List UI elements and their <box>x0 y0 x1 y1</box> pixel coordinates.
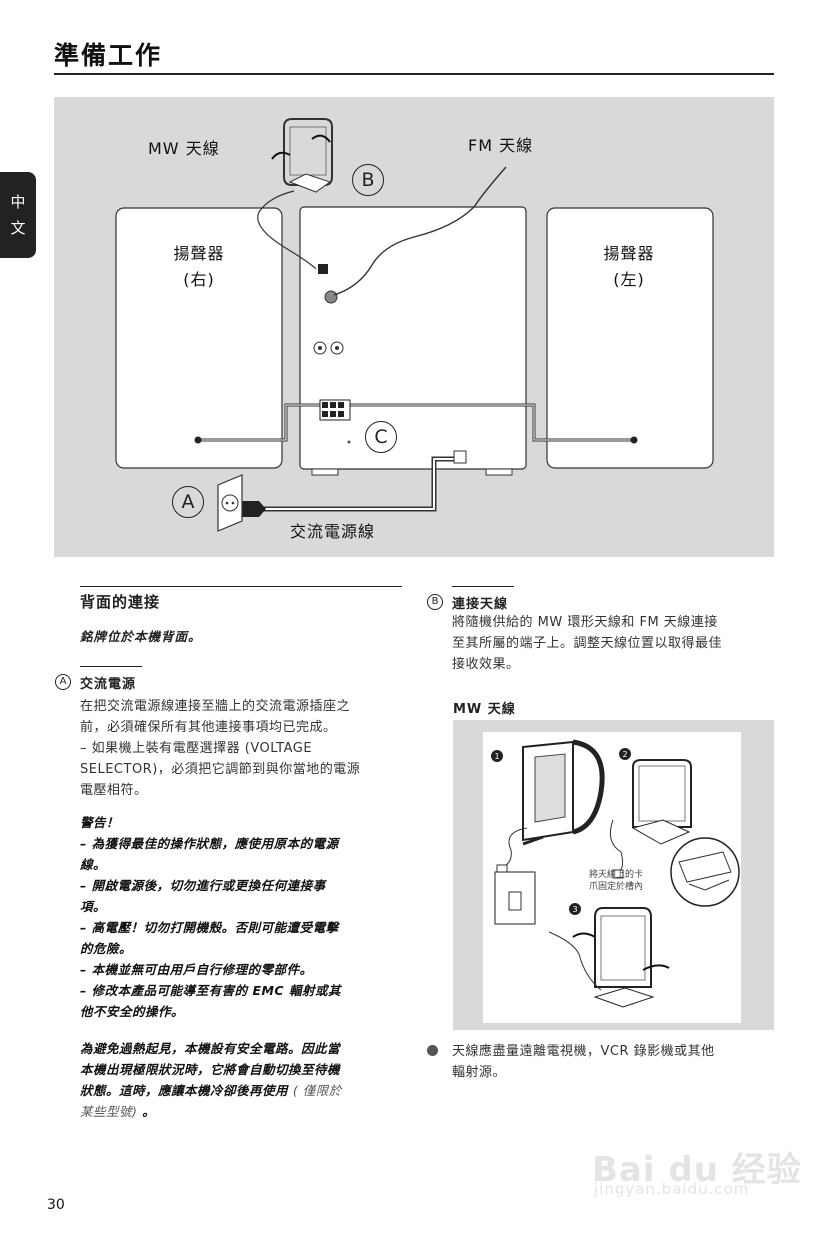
marker-c: C <box>365 421 397 453</box>
warning-line-7: 的危險。 <box>80 941 133 956</box>
clip-note-line-1: 將天線上的卡 <box>589 870 644 880</box>
mw-antenna-label: MW 天線 <box>148 139 220 158</box>
step-2-number: 2 <box>622 750 627 759</box>
speaker-right-terminal <box>194 436 202 444</box>
rule-back-connections <box>80 586 402 587</box>
warning-block: 警告！ – 為獲得最佳的操作狀態，應使用原本的電源 線。 – 開啟電源後，切勿進… <box>80 812 406 1022</box>
watermark-logo: Bai du 经验 <box>592 1150 802 1190</box>
connection-diagram <box>115 118 714 532</box>
ac-power-heading: 交流電源 <box>80 677 137 692</box>
speaker-wire-left-inner <box>350 404 632 441</box>
ac-power-body: 在把交流電源線連接至牆上的交流電源插座之 前，必須確保所有其他連接事項均已完成。… <box>80 696 410 801</box>
speaker-wire-right-inner <box>200 404 326 441</box>
ac-body-line-4: SELECTOR)，必須把它調節到與你當地的電源 <box>80 762 361 777</box>
speaker-left-terminal <box>630 436 638 444</box>
speaker-right-label-1: 揚聲器 <box>173 244 225 263</box>
step-1-dot <box>491 750 503 762</box>
connection-figure: MW 天線 FM 天線 揚聲器 (右) 揚聲器 (左) A B C 交流電源線 <box>54 97 774 557</box>
antenna-body-line-1: 將隨機供給的 MW 環形天線和 FM 天線連接 <box>452 615 718 630</box>
warning-line-6: – 高電壓！切勿打開機殼。否則可能遭受電擊 <box>80 920 339 935</box>
warning-line-3: 線。 <box>80 857 107 872</box>
language-tab: 中 文 <box>0 172 36 258</box>
warning-line-4: – 開啟電源後，切勿進行或更換任何連接事 <box>80 878 326 893</box>
antenna-body-line-2: 至其所屬的端子上。調整天線位置以取得最佳 <box>452 636 723 651</box>
safety-end: 。 <box>142 1104 156 1119</box>
watermark-url: jingyan.baidu.com <box>594 1180 750 1198</box>
power-cord-inner <box>259 458 462 510</box>
wall-socket <box>217 474 243 532</box>
nameplate-note: 銘牌位於本機背面。 <box>80 629 202 644</box>
warning-line-8: – 本機並無可由用戶自行修理的零部件。 <box>80 962 313 977</box>
plug <box>242 501 266 517</box>
page-title: 準備工作 <box>54 41 163 70</box>
safety-line-3: 狀態。這時，應讓本機冷卻後再使用 ( 僅限於 <box>80 1080 406 1101</box>
ac-body-line-2: 前，必須確保所有其他連接事項均已完成。 <box>80 720 337 735</box>
main-unit-foot-right <box>485 468 513 476</box>
ac-body-line-3: – 如果機上裝有電壓選擇器 (VOLTAGE <box>80 741 313 756</box>
mw-terminal <box>318 264 328 274</box>
safety-line-2: 本機出現極限狀況時，它將會自動切換至待機 <box>80 1062 341 1077</box>
back-connections-heading: 背面的連接 <box>80 593 161 611</box>
ac-body-line-1: 在把交流電源線連接至牆上的交流電源插座之 <box>80 699 351 714</box>
warning-line-2: – 為獲得最佳的操作狀態，應使用原本的電源 <box>80 836 339 851</box>
clip-note: 將天線上的卡 爪固定於槽內 <box>589 869 643 893</box>
mw-assembly-figure: 1 2 3 <box>453 720 774 1030</box>
power-inlet <box>453 450 467 464</box>
safety-block: 為避免過熱起見，本機設有安全電路。因此當 本機出現極限狀況時，它將會自動切換至待… <box>80 1038 406 1122</box>
language-tab-char-1: 中 <box>10 193 26 211</box>
safety-note: ( 僅限於 <box>292 1083 342 1098</box>
warning-line-10: 他不安全的操作。 <box>80 1004 185 1019</box>
marker-a: A <box>172 486 204 518</box>
warning-line-9: – 修改本產品可能導至有害的 EMC 輻射或其 <box>80 983 341 998</box>
ac-body-line-5: 電壓相符。 <box>80 783 148 798</box>
step-3-number: 3 <box>572 905 577 914</box>
fm-jack <box>324 290 338 304</box>
mw-loop-antenna <box>271 118 333 193</box>
bullet-dot <box>427 1045 438 1056</box>
safety-line-4: 某些型號) 。 <box>80 1101 406 1122</box>
speaker-right-label-2: (右) <box>183 270 215 289</box>
marker-b: B <box>352 164 384 196</box>
antenna-heading: 連接天線 <box>452 597 509 612</box>
speaker-left-label-1: 揚聲器 <box>603 244 655 263</box>
fm-antenna-label: FM 天線 <box>468 136 534 155</box>
speaker-right-label: 揚聲器 (右) <box>129 241 269 293</box>
clip-note-line-2: 爪固定於槽內 <box>589 882 644 892</box>
mw-antenna-subheading: MW 天線 <box>453 702 516 717</box>
warning-line-5: 項。 <box>80 899 107 914</box>
fm-antenna-wire <box>333 166 507 296</box>
rule-ac-power <box>80 666 142 667</box>
warning-line-1: 警告！ <box>80 815 120 830</box>
step-2-dot <box>619 748 631 760</box>
page-number: 30 <box>47 1197 65 1213</box>
placement-tip-line-1: 天線應盡量遠離電視機，VCR 錄影機或其他 <box>452 1044 715 1059</box>
step-3-dot <box>569 903 581 915</box>
placement-tip: 天線應盡量遠離電視機，VCR 錄影機或其他 輻射源。 <box>452 1041 782 1083</box>
speaker-right-box <box>115 207 283 469</box>
main-unit-foot-left <box>311 468 339 476</box>
safety-line-1: 為避免過熱起見，本機設有安全電路。因此當 <box>80 1041 341 1056</box>
main-unit <box>299 206 527 470</box>
safety-note-2: 某些型號) <box>80 1104 138 1119</box>
mw-antenna-wire <box>257 190 317 270</box>
antenna-body: 將隨機供給的 MW 環形天線和 FM 天線連接 至其所屬的端子上。調整天線位置以… <box>452 612 782 675</box>
rule-antenna <box>452 586 514 587</box>
ac-cord-label: 交流電源線 <box>290 522 376 541</box>
mw-assembly-diagram: 1 2 3 <box>491 739 740 1008</box>
speaker-left-label-2: (左) <box>613 270 645 289</box>
placement-tip-line-2: 輻射源。 <box>452 1065 507 1080</box>
language-tab-char-2: 文 <box>10 219 26 237</box>
antenna-body-line-3: 接收效果。 <box>452 657 520 672</box>
safety-line-3-text: 狀態。這時，應讓本機冷卻後再使用 <box>80 1083 289 1098</box>
marker-b-small: B <box>427 594 443 610</box>
title-rule <box>54 73 774 75</box>
speaker-left-label: 揚聲器 (左) <box>559 241 699 293</box>
marker-a-small: A <box>55 674 71 690</box>
step-1-number: 1 <box>494 752 499 761</box>
speaker-left-box <box>546 207 714 469</box>
mw-assembly-panel: 1 2 3 <box>483 732 741 1023</box>
